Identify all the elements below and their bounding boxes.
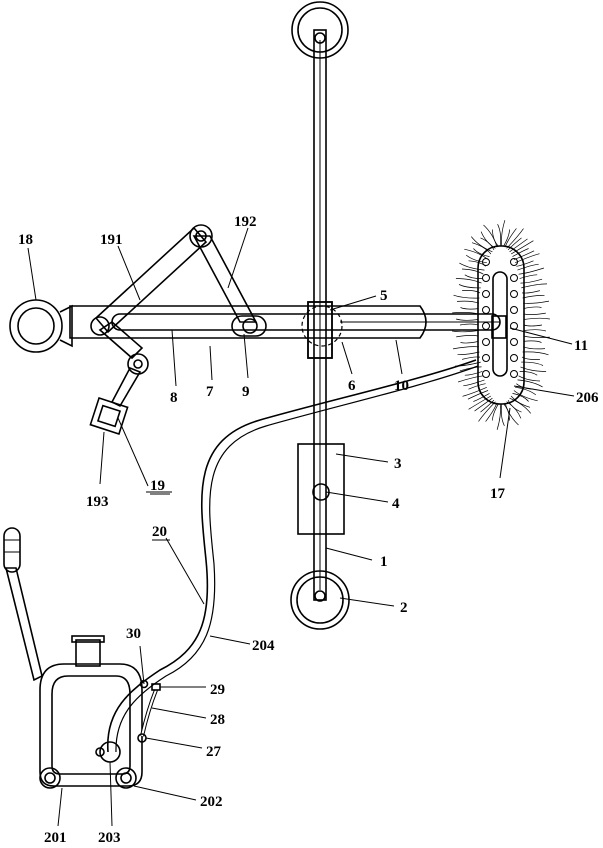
bristle xyxy=(523,301,549,303)
label-201: 201 xyxy=(44,830,67,846)
bristle xyxy=(519,268,544,274)
label-203: 203 xyxy=(98,830,121,846)
bristle xyxy=(524,318,550,319)
label-2: 2 xyxy=(400,600,408,616)
label-5: 5 xyxy=(380,288,388,304)
bristle xyxy=(524,330,546,331)
bristle xyxy=(493,230,499,247)
tank xyxy=(4,528,160,786)
label-27: 27 xyxy=(206,744,222,760)
label-6: 6 xyxy=(348,378,356,394)
brush-head xyxy=(452,220,550,430)
brush-hole xyxy=(511,355,518,362)
label-192: 192 xyxy=(234,214,257,230)
ring-handle xyxy=(10,300,109,352)
label-19: 19 xyxy=(150,478,165,494)
label-3: 3 xyxy=(394,456,402,472)
brush-hole xyxy=(483,307,490,314)
brush-hole xyxy=(483,371,490,378)
label-202: 202 xyxy=(200,794,223,810)
bristle xyxy=(523,352,549,355)
bristle xyxy=(523,296,545,298)
brush-hole xyxy=(511,275,518,282)
bristle xyxy=(501,220,504,246)
bristle xyxy=(465,371,483,375)
bristle xyxy=(524,307,542,309)
bristle xyxy=(458,376,483,382)
bristle xyxy=(524,341,542,343)
bristle xyxy=(520,371,538,375)
label-1: 1 xyxy=(380,554,388,570)
bristle xyxy=(461,341,479,343)
label-20: 20 xyxy=(152,524,167,540)
bristle xyxy=(524,325,542,326)
bristle xyxy=(524,313,546,315)
bristle xyxy=(456,335,478,337)
tank-wheels xyxy=(40,768,136,788)
brush-hole xyxy=(511,339,518,346)
bristle xyxy=(520,275,538,279)
label-204: 204 xyxy=(252,638,275,654)
bristle xyxy=(454,295,480,298)
brush-hole xyxy=(483,275,490,282)
bristle xyxy=(521,284,547,288)
hose-inner xyxy=(116,366,478,752)
brush-hole xyxy=(511,307,518,314)
label-30: 30 xyxy=(126,626,141,642)
bristle xyxy=(460,324,478,325)
label-191: 191 xyxy=(100,232,123,248)
bristle xyxy=(505,403,519,425)
label-29: 29 xyxy=(210,682,225,698)
brush-hole xyxy=(483,291,490,298)
bristle xyxy=(456,319,478,320)
bristle xyxy=(498,224,501,246)
label-10: 10 xyxy=(394,378,409,394)
bristle xyxy=(523,347,545,349)
label-11: 11 xyxy=(574,338,588,354)
label-18: 18 xyxy=(18,232,33,248)
label-8: 8 xyxy=(170,390,178,406)
horizontal-arm xyxy=(70,306,500,338)
label-206: 206 xyxy=(576,390,599,406)
label-193: 193 xyxy=(86,494,109,510)
bristle xyxy=(484,225,498,247)
bristle xyxy=(481,232,495,249)
bristle xyxy=(465,275,483,279)
brush-hole xyxy=(511,371,518,378)
bristle xyxy=(458,352,480,354)
label-17: 17 xyxy=(490,486,506,502)
label-4: 4 xyxy=(392,496,400,512)
brush-hole xyxy=(483,339,490,346)
brush-hole xyxy=(511,291,518,298)
bristle xyxy=(497,404,500,430)
label-7: 7 xyxy=(206,384,214,400)
brush-hole xyxy=(483,355,490,362)
bristle xyxy=(501,404,504,426)
brush-hole xyxy=(483,323,490,330)
label-9: 9 xyxy=(242,384,250,400)
bristle xyxy=(457,301,479,303)
label-28: 28 xyxy=(210,712,225,728)
bristle xyxy=(453,347,479,349)
bristle xyxy=(461,308,479,310)
slider-block xyxy=(298,444,344,534)
vertical-pole xyxy=(314,30,326,600)
